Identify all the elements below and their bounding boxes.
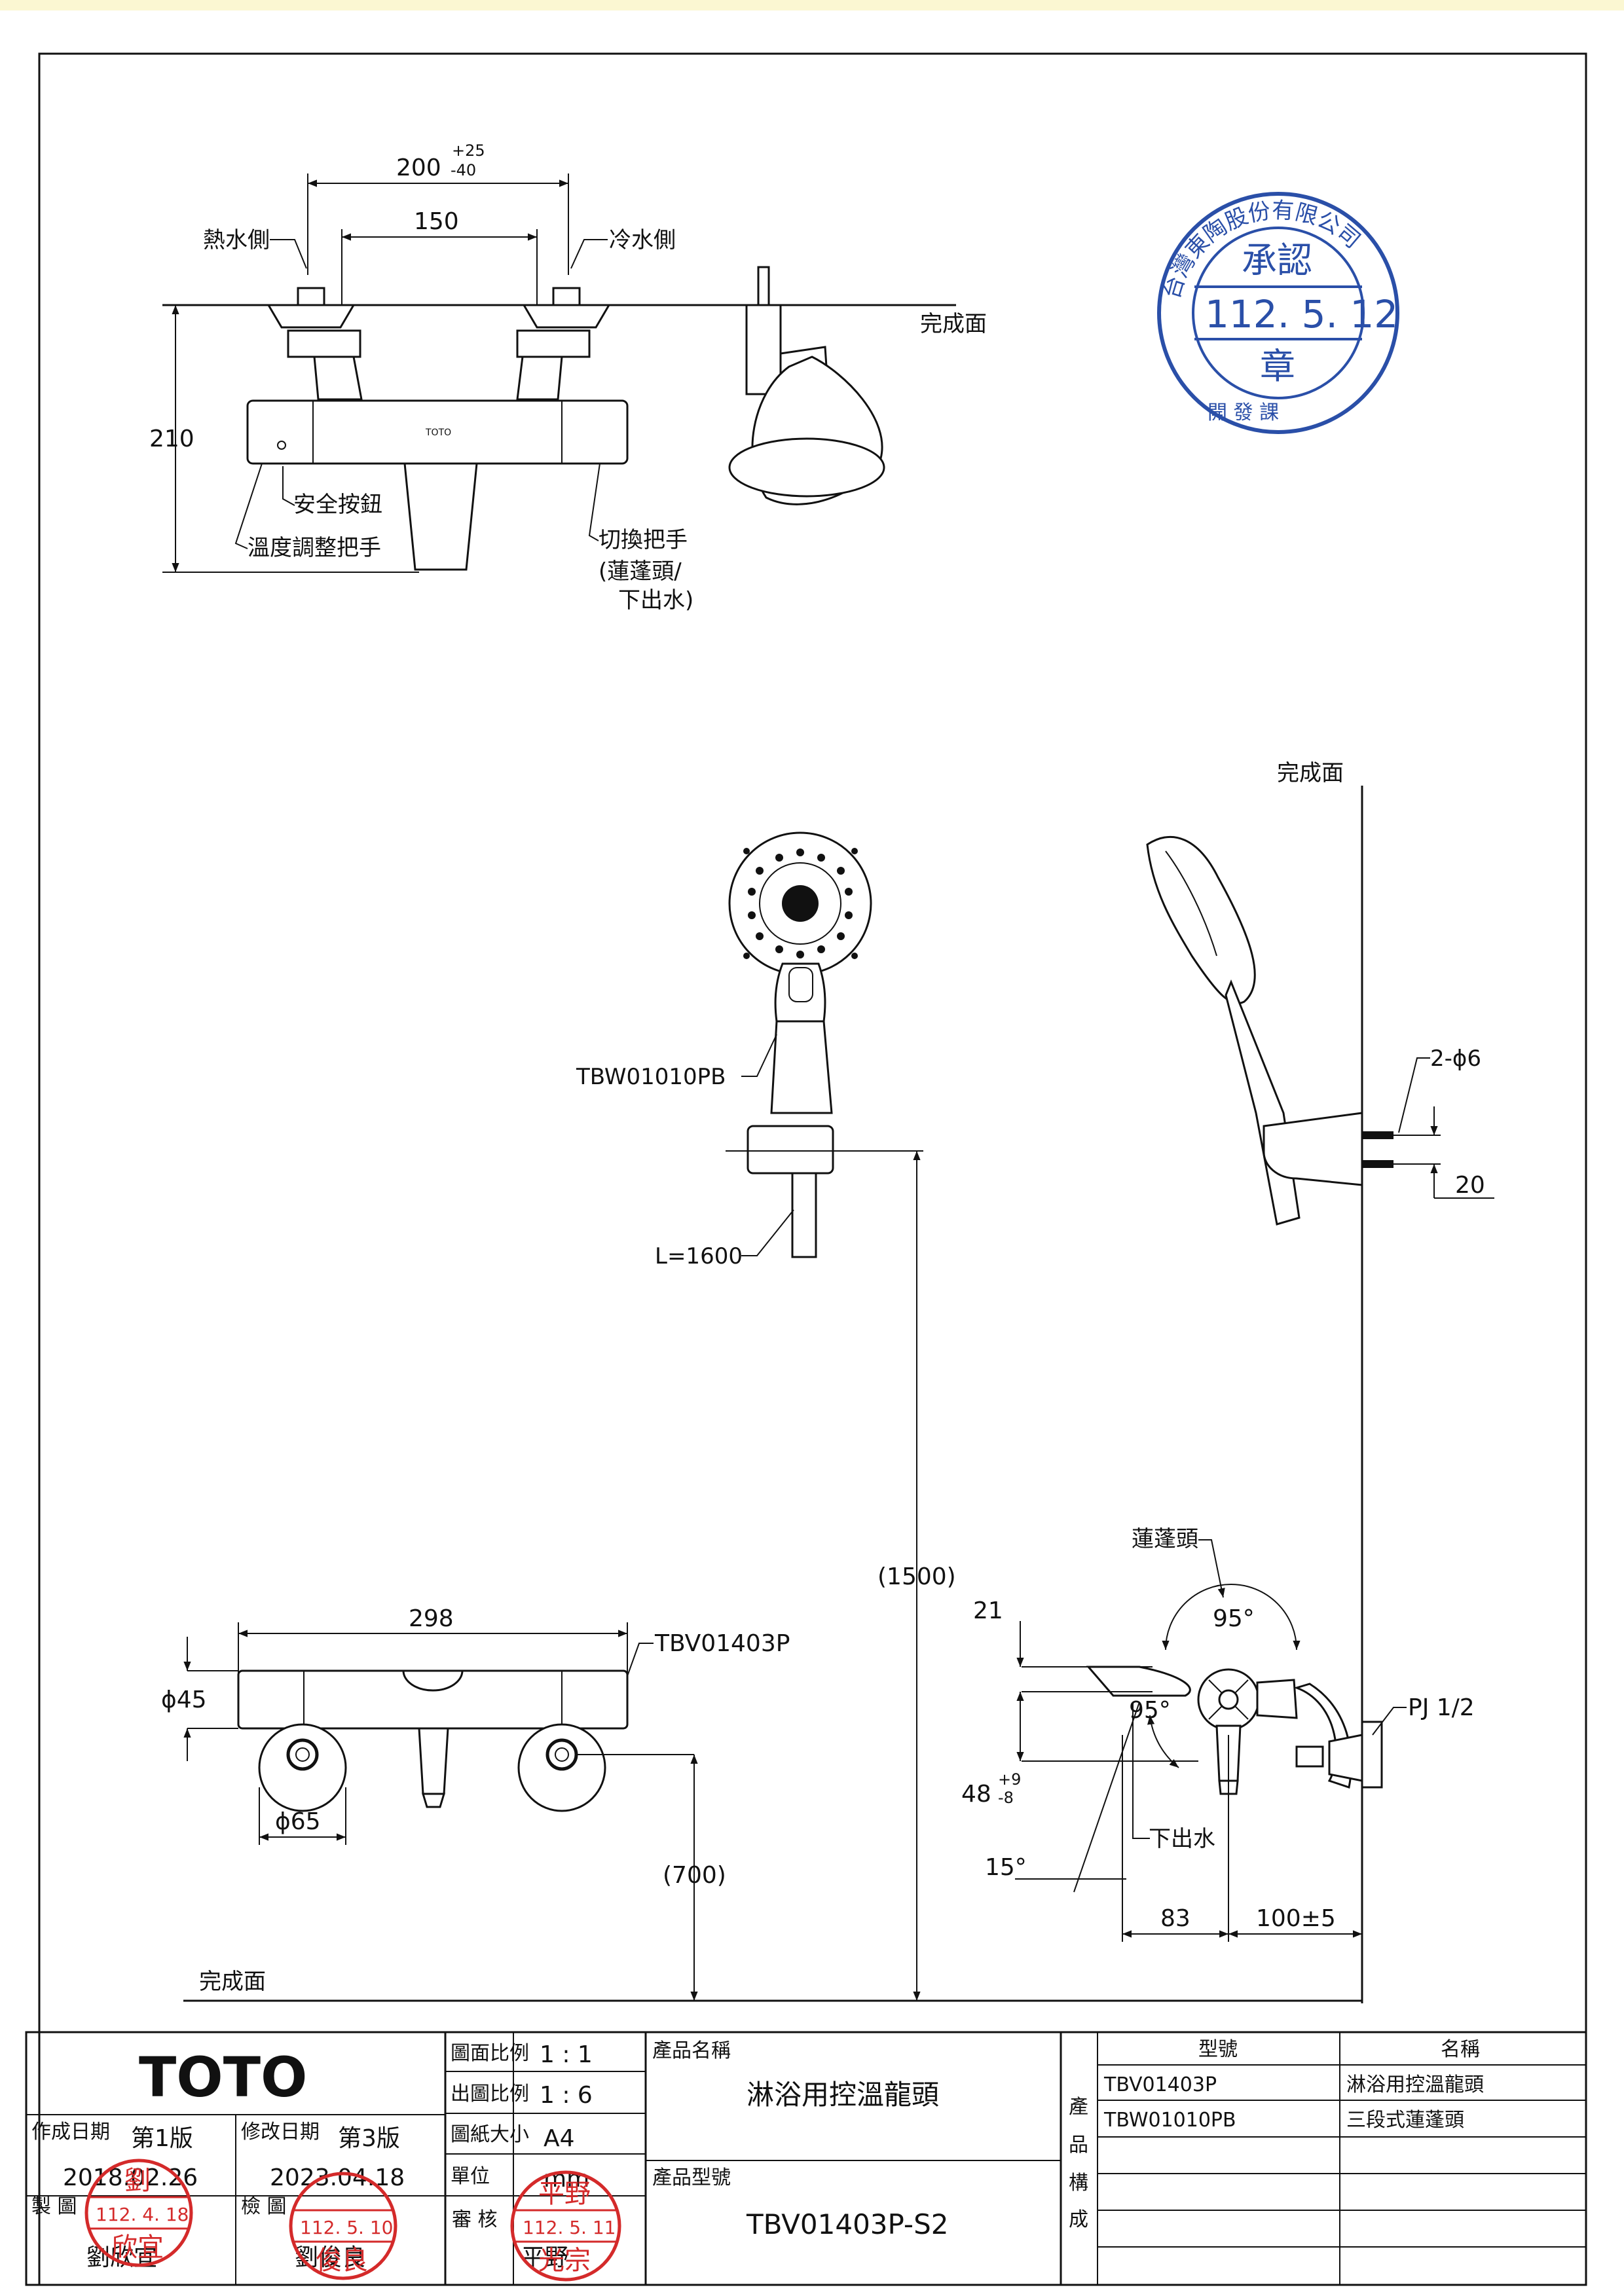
stamp-check-bottom: 俊良 <box>316 2246 368 2276</box>
edition-3: 第3版 <box>338 2125 400 2152</box>
switch-handle-label-3: 下出水) <box>618 587 693 613</box>
dim-200-tol-plus: +25 <box>452 141 485 160</box>
created-date: 2018.02.26 <box>63 2164 198 2191</box>
brand-logo: TOTO <box>139 2045 307 2109</box>
top-view: 完成面 200 +25 -40 150 熱水側 冷水側 210 <box>149 141 987 613</box>
part-name-0: 淋浴用控溫龍頭 <box>1346 2073 1484 2096</box>
dim-100: 100±5 <box>1256 1905 1336 1932</box>
product-model-label: 產品型號 <box>652 2166 731 2189</box>
dim-150: 150 <box>414 208 459 235</box>
paper-size: A4 <box>544 2125 575 2152</box>
shower-finish-surface-label: 完成面 <box>1277 760 1344 786</box>
stamp-date: 112. 5. 12 <box>1205 292 1398 337</box>
revised-label: 修改日期 <box>241 2121 320 2143</box>
svg-text:TOTO: TOTO <box>425 428 451 438</box>
dim-200-tol-minus: -40 <box>451 161 476 179</box>
stamp-made-bottom: 欣宜 <box>111 2232 164 2263</box>
created-label: 作成日期 <box>31 2121 110 2143</box>
product-model: TBV01403P-S2 <box>746 2208 948 2240</box>
paper-size-label: 圖紙大小 <box>451 2123 529 2146</box>
stamp-made-top: 劉 <box>124 2166 151 2196</box>
output-scale-label: 出圖比例 <box>451 2083 529 2105</box>
dim-298: 298 <box>409 1605 454 1632</box>
edition-1: 第1版 <box>131 2125 193 2152</box>
shower-view: 完成面 TBW01010PB L=1600 (1500) <box>576 760 1494 2003</box>
composition-label-3: 構 <box>1069 2172 1088 2195</box>
spout-label: 下出水 <box>1149 1826 1215 1852</box>
screw-spec-label: 2-ϕ6 <box>1430 1046 1481 1072</box>
stamp-review-date: 112. 5. 11 <box>523 2217 616 2238</box>
stamp-made: 劉 112. 4. 18 欣宜 <box>84 2159 193 2267</box>
switch-handle-label-1: 切換把手 <box>599 527 688 553</box>
side-showerhead-label: 蓮蓬頭 <box>1132 1526 1198 1552</box>
composition-label-4: 成 <box>1069 2208 1088 2231</box>
title-block: TOTO 圖面比例 1 : 1 出圖比例 1 : 6 圖紙大小 A4 單位 mm… <box>25 2031 1587 2286</box>
check-by: 劉俊良 <box>295 2244 365 2271</box>
drawing-scale-label: 圖面比例 <box>451 2042 529 2065</box>
angle-mid-95: 95° <box>1129 1697 1171 1724</box>
check-label: 檢 圖 <box>241 2195 287 2218</box>
dim-83: 83 <box>1160 1905 1190 1932</box>
dim-phi45: ϕ45 <box>161 1686 207 1713</box>
hot-side-label: 熱水側 <box>203 227 270 253</box>
bracket-dim-20: 20 <box>1455 1172 1485 1199</box>
safety-button-label: 安全按鈕 <box>293 492 382 518</box>
dim-200: 200 <box>396 155 441 181</box>
showerhead-model-label: TBW01010PB <box>576 1064 726 1090</box>
stamp-made-date: 112. 4. 18 <box>96 2204 189 2225</box>
stamp-check-date: 112. 5. 10 <box>300 2217 394 2238</box>
stamp-review-bottom: 光宗 <box>538 2246 591 2276</box>
dim-210: 210 <box>149 426 194 452</box>
composition-label-1: 產 <box>1069 2096 1088 2119</box>
switch-handle-label-2: (蓮蓬頭/ <box>599 558 682 585</box>
dim-1500: (1500) <box>877 1563 956 1590</box>
made-label: 製 圖 <box>31 2195 77 2218</box>
part-model-0: TBV01403P <box>1103 2073 1217 2096</box>
revised-date: 2023.04.18 <box>270 2164 405 2191</box>
hose-length-label: L=1600 <box>655 1243 743 1269</box>
product-name-label: 產品名稱 <box>652 2039 731 2062</box>
dim-48-tol-minus: -8 <box>998 1789 1014 1807</box>
page-top-band <box>0 0 1624 10</box>
front-model-label: TBV01403P <box>654 1630 790 1657</box>
made-by: 劉欣宜 <box>86 2244 157 2271</box>
dim-phi65: ϕ65 <box>275 1808 321 1835</box>
front-view: 298 TBV01403P ϕ45 ϕ65 (700) 完成 <box>161 1605 1362 2002</box>
angle-top-95: 95° <box>1213 1605 1255 1632</box>
temp-handle-label: 溫度調整把手 <box>248 535 381 561</box>
angle-15: 15° <box>985 1854 1027 1881</box>
stamp-approved: 承認 <box>1242 240 1312 281</box>
pipe-spec-label: PJ 1/2 <box>1408 1694 1475 1721</box>
drawing-scale: 1 : 1 <box>540 2041 593 2068</box>
part-model-1: TBW01010PB <box>1103 2109 1236 2132</box>
cold-side-label: 冷水側 <box>609 227 676 253</box>
stamp-seal: 章 <box>1260 346 1295 387</box>
composition-label-2: 品 <box>1069 2134 1088 2157</box>
unit: mm <box>544 2166 589 2193</box>
col-name-header: 名稱 <box>1441 2038 1480 2061</box>
side-view: 蓮蓬頭 95° 21 48 +9 -8 95° 15° <box>961 1526 1475 1942</box>
output-scale: 1 : 6 <box>540 2082 593 2109</box>
stamp-dept: 開 發 課 <box>1208 401 1279 424</box>
dim-700: (700) <box>663 1862 726 1889</box>
dim-21: 21 <box>973 1597 1003 1624</box>
review-label: 審 核 <box>452 2208 498 2231</box>
dim-48-tol-plus: +9 <box>998 1770 1021 1789</box>
approval-stamp: 台灣東陶股份有限公司 承認 112. 5. 12 章 開 發 課 <box>1157 192 1399 434</box>
product-name: 淋浴用控溫龍頭 <box>747 2079 939 2111</box>
dim-48: 48 <box>961 1781 991 1808</box>
stamp-review: 平野 112. 5. 11 光宗 <box>510 2170 621 2282</box>
part-name-1: 三段式蓮蓬頭 <box>1346 2109 1464 2132</box>
front-finish-surface-label: 完成面 <box>199 1969 266 1995</box>
col-model-header: 型號 <box>1198 2038 1238 2061</box>
unit-label: 單位 <box>451 2165 490 2188</box>
stamp-review-top: 平野 <box>538 2179 591 2209</box>
stamp-check: 112. 5. 10 俊良 <box>289 2172 397 2280</box>
top-finish-surface-label: 完成面 <box>920 311 987 337</box>
